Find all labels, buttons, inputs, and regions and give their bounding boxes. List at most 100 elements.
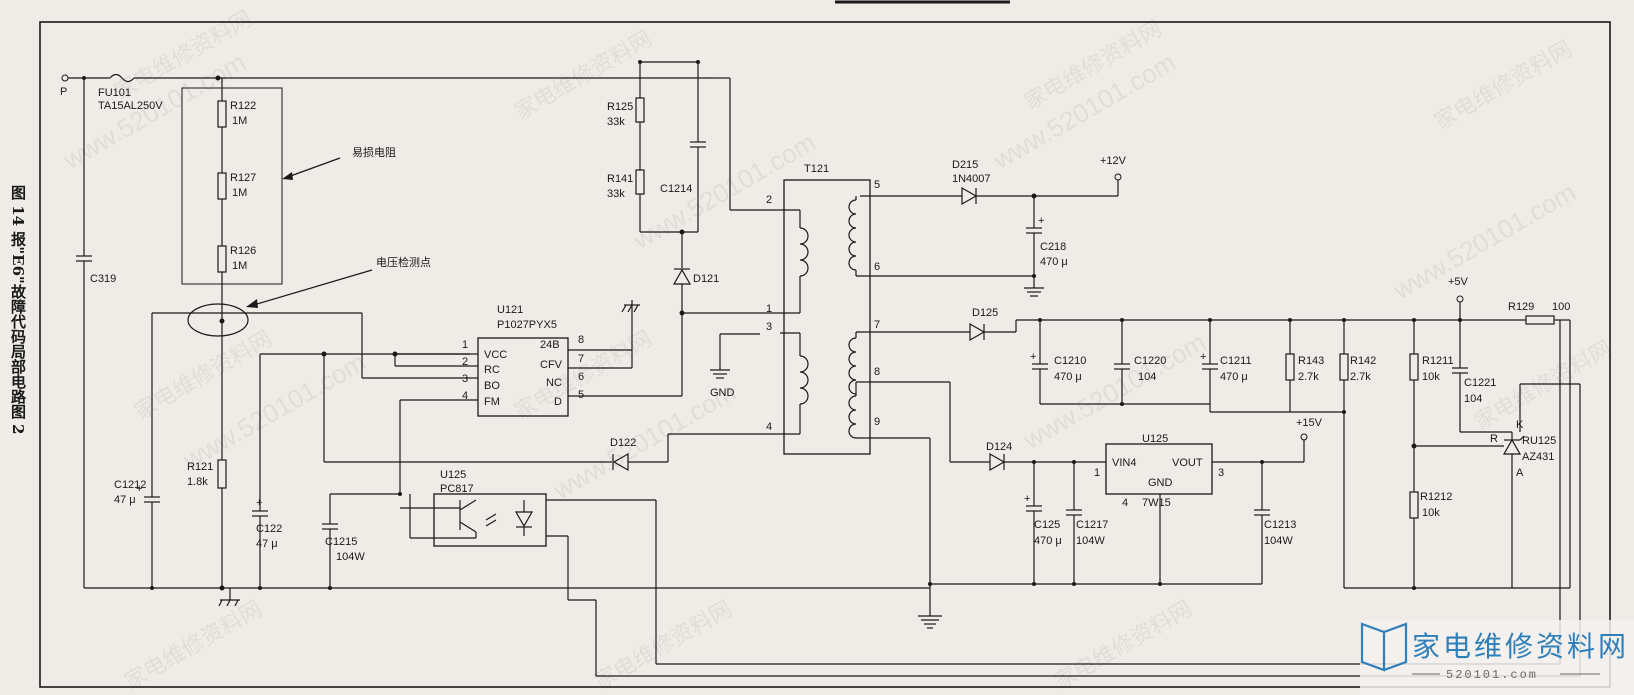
r142-value: 2.7k	[1350, 371, 1371, 383]
c1215-ref: C1215	[325, 536, 357, 548]
t121-pin3: 3	[766, 321, 772, 333]
u121-controller: U121 P1027PYX5 VCC RC BO FM 24B CFV NC D…	[323, 300, 683, 496]
u121-part: P1027PYX5	[497, 319, 557, 331]
t121-pin5: 5	[874, 179, 880, 191]
c1221-ref: C1221	[1464, 377, 1496, 389]
c1217-ref: C1217	[1076, 519, 1108, 531]
c1211-ref: C1211	[1220, 355, 1252, 367]
u121-pin3: 3	[462, 373, 468, 385]
watermark-cn-9: 家电维修资料网	[591, 597, 737, 695]
regulator-7w15	[1105, 443, 1213, 495]
u125-reg-vout: VOUT	[1172, 457, 1203, 469]
resistor-r1212	[1409, 491, 1419, 519]
c1214-label: C1214	[660, 183, 692, 195]
u121-pin-nc: NC	[546, 377, 562, 389]
v12-label: +12V	[1100, 155, 1127, 167]
logo-url: 520101.com	[1446, 668, 1538, 682]
r143-ref: R143	[1298, 355, 1324, 367]
r129-value: 100	[1552, 301, 1570, 313]
c218-plus: +	[1038, 215, 1044, 227]
t121-pin7: 7	[874, 319, 880, 331]
gnd-label: GND	[710, 387, 735, 399]
u125-reg-pin4: 4	[1122, 497, 1128, 509]
watermark-cn-8: 家电维修资料网	[121, 597, 267, 695]
resistor-r121	[217, 459, 227, 489]
r141-value: 33k	[607, 188, 625, 200]
c122-ref: C122	[256, 523, 282, 535]
c218-value: 470 μ	[1040, 256, 1068, 268]
u121-pin7: 7	[578, 353, 584, 365]
watermark-url-7: www.520101.com	[1387, 177, 1581, 306]
fragile-resistor-box	[181, 87, 283, 285]
r126-ref: R126	[230, 245, 256, 257]
u121-pin4: 4	[462, 390, 468, 402]
snubber-section: R125 33k R141 33k C1214 D121 GND	[607, 60, 780, 399]
c125-ref: C125	[1034, 519, 1060, 531]
r121-ref: R121	[187, 461, 213, 473]
t121-pin9: 9	[874, 416, 880, 428]
r1212-ref: R1212	[1420, 491, 1452, 503]
t121-pin1: 1	[766, 303, 772, 315]
fu101-ref: FU101	[98, 87, 131, 99]
resistor-r143	[1285, 353, 1295, 381]
c122-plus: +	[256, 497, 262, 509]
c1211-plus: +	[1200, 351, 1206, 363]
annotation-fragile-resistor: 易损电阻	[352, 145, 396, 159]
figure-caption: 图 14 报"E6"故障代码局部电路图 2	[9, 185, 27, 434]
u121-pin1: 1	[462, 339, 468, 351]
u121-pin-fm: FM	[484, 396, 500, 408]
v5-label: +5V	[1448, 276, 1469, 288]
ru125-ref: RU125	[1522, 435, 1556, 447]
u125-oc-ref: U125	[440, 469, 466, 481]
r143-value: 2.7k	[1298, 371, 1319, 383]
u121-pin5: 5	[578, 389, 584, 401]
site-logo: 家电维修资料网 520101.com	[1360, 620, 1634, 695]
u121-pin-bo: BO	[484, 380, 500, 392]
diode-d124	[989, 452, 1006, 472]
c218-ref: C218	[1040, 241, 1066, 253]
v15-label: +15V	[1296, 417, 1323, 429]
r121-value: 1.8k	[187, 476, 208, 488]
r141-ref: R141	[607, 173, 633, 185]
c1212-ref: C1212	[114, 479, 146, 491]
d215-ref: D215	[952, 159, 978, 171]
resistor-r142	[1339, 353, 1349, 381]
input-section: P FU101 TA15AL250V C319 R122 1M R127 1M …	[60, 73, 930, 607]
feedback-section: D122 U125 PC817	[324, 437, 668, 664]
u125-reg-vin: VIN4	[1112, 457, 1136, 469]
watermark-url-4: www.520101.com	[627, 127, 821, 256]
t121-pin4: 4	[766, 421, 772, 433]
t121-body	[783, 179, 871, 455]
t121-pin8: 8	[874, 366, 880, 378]
terminal-p	[61, 74, 69, 82]
c1220-value: 104	[1138, 371, 1156, 383]
u121-pin-vcc: VCC	[484, 349, 507, 361]
annotation-voltage-test-point: 电压检测点	[376, 255, 431, 269]
fu101-value: TA15AL250V	[98, 100, 163, 112]
watermark-url-6: www.520101.com	[1017, 327, 1211, 456]
r126-value: 1M	[232, 260, 247, 272]
d124-label: D124	[986, 441, 1012, 453]
r1212-value: 10k	[1422, 507, 1440, 519]
r142-ref: R142	[1350, 355, 1376, 367]
resistor-r141	[635, 169, 645, 195]
r125-value: 33k	[607, 116, 625, 128]
r122-value: 1M	[232, 115, 247, 127]
u125-reg-pin3: 3	[1218, 467, 1224, 479]
c1217-value: 104W	[1076, 535, 1105, 547]
resistor-r127	[217, 172, 227, 200]
u121-pin-d: D	[554, 396, 562, 408]
ru125-pin-a: A	[1516, 467, 1524, 479]
t121-ref: T121	[804, 163, 829, 175]
ru125-part: AZ431	[1522, 451, 1554, 463]
c1212-value: 47 μ	[114, 494, 136, 506]
watermark: www.520101.com www.520101.com www.520101…	[57, 7, 1616, 695]
u121-pin-rc: RC	[484, 364, 500, 376]
output-5v: D125 + C1210 470 μ C1220 104 + C1211 470…	[567, 276, 1581, 677]
resistor-r125	[635, 97, 645, 123]
watermark-cn-4: 家电维修资料网	[1431, 37, 1577, 136]
u125-reg-part: 7W15	[1142, 497, 1171, 509]
c1211-value: 470 μ	[1220, 371, 1248, 383]
r1211-value: 10k	[1422, 371, 1440, 383]
u121-pin2: 2	[462, 356, 468, 368]
